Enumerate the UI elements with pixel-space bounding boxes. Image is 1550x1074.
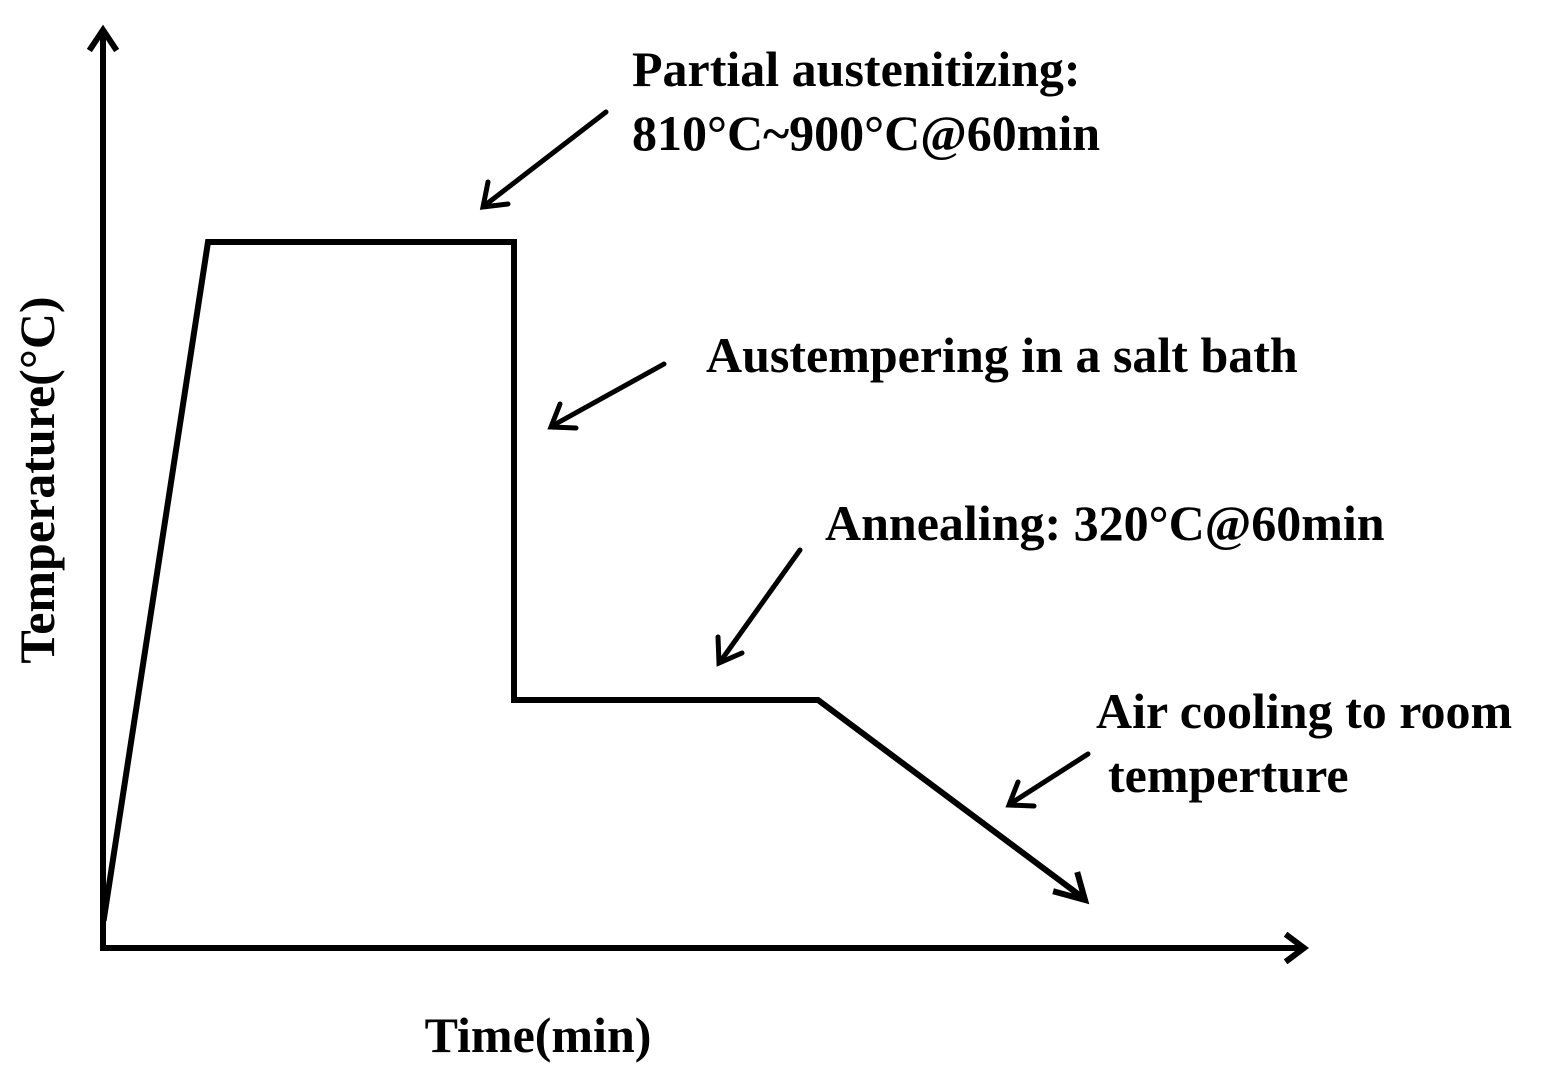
austempering-arrow	[547, 361, 667, 431]
air-cooling-label-line1: Air cooling to room	[1096, 683, 1512, 739]
austenitizing-label-line1: Partial austenitizing:	[632, 41, 1081, 97]
air-cooling-label-line2: temperture	[1108, 747, 1349, 803]
x-axis-arrowhead	[1283, 931, 1309, 965]
austenitizing-label-line2: 810°C~900°C@60min	[632, 105, 1100, 161]
temperature-profile-line	[100, 239, 1087, 922]
x-axis-title: Time(min)	[425, 1007, 652, 1063]
y-axis-title: Temperature(°C)	[9, 296, 65, 663]
austenitizing-arrow	[479, 109, 609, 210]
annealing-arrow	[715, 547, 803, 667]
y-axis	[86, 24, 120, 951]
austempering-label: Austempering in a salt bath	[706, 327, 1298, 383]
profile-end-arrowhead	[1052, 871, 1090, 905]
x-axis	[100, 931, 1309, 965]
air-cooling-arrow	[1005, 751, 1091, 809]
y-axis-arrowhead	[86, 24, 120, 53]
annealing-label: Annealing: 320°C@60min	[825, 495, 1385, 551]
